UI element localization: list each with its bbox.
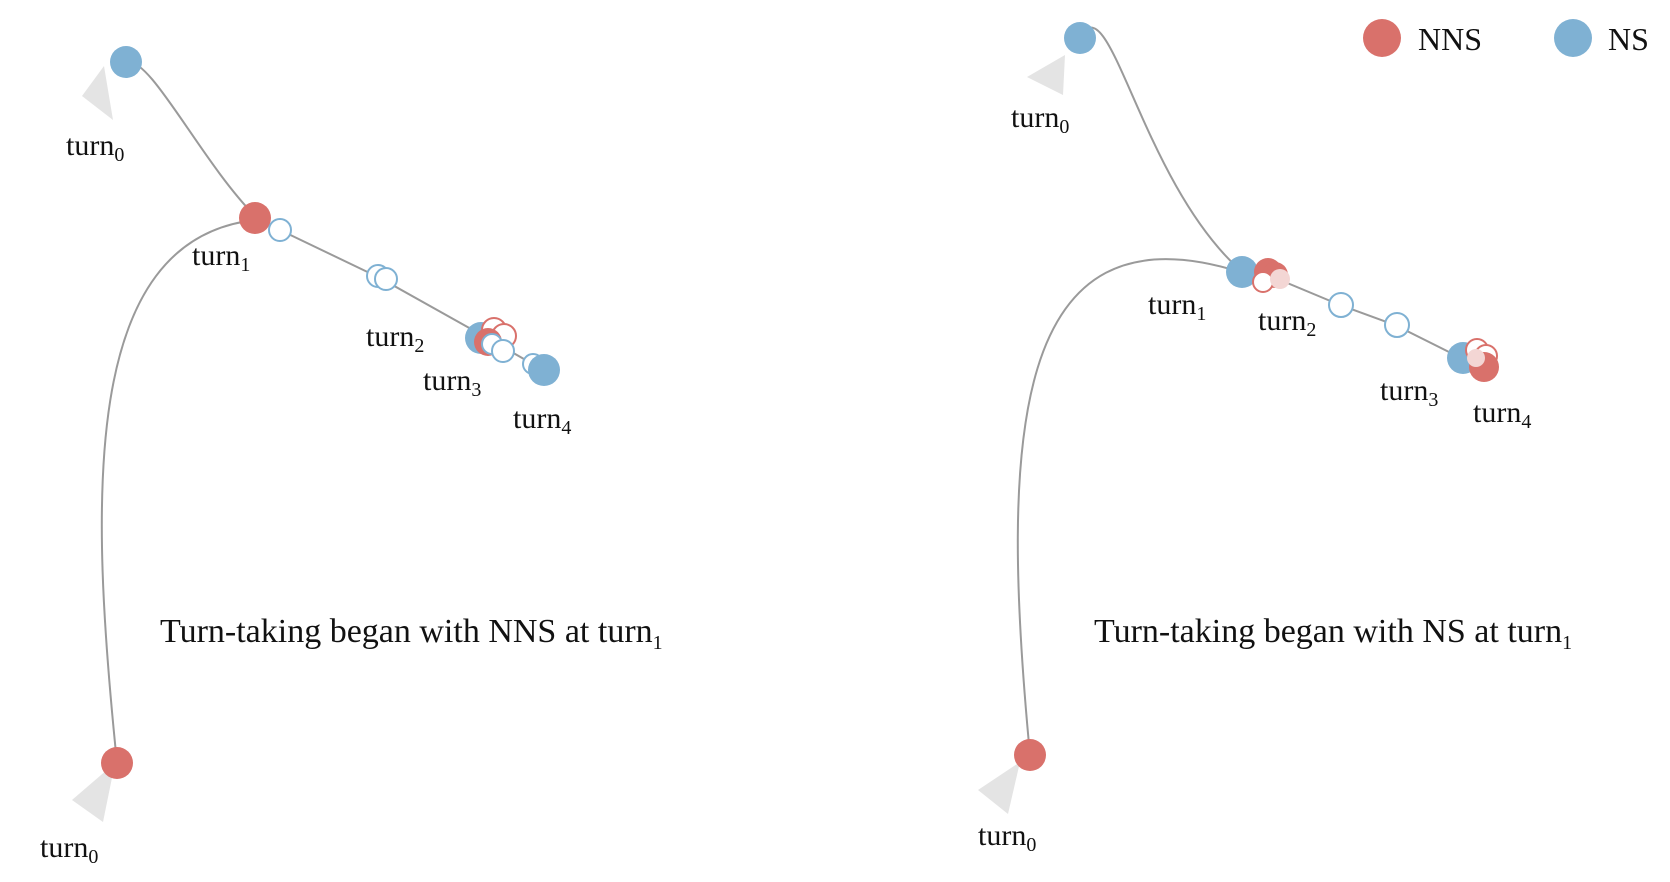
label-turn4: turn4 <box>1473 396 1531 433</box>
trajectory-ns-line <box>125 60 256 217</box>
node-turn0-ns <box>110 46 142 78</box>
trajectory-ns-line <box>1079 26 1241 271</box>
legend-swatch-nns <box>1363 19 1401 57</box>
node-hollow <box>1328 292 1354 318</box>
legend-label-nns: NNS <box>1418 21 1482 57</box>
label-turn0-bottom: turn0 <box>40 831 98 868</box>
node-cluster-pale <box>1467 349 1485 367</box>
label-turn3: turn3 <box>1380 374 1438 411</box>
node-hollow <box>374 267 398 291</box>
panel-caption-left: Turn-taking began with NNS at turn1 <box>160 613 663 654</box>
start-arrow-nns <box>978 762 1020 814</box>
node-turn0-ns <box>1064 22 1096 54</box>
node-turn1-ns <box>1226 256 1258 288</box>
start-arrow-ns <box>1027 55 1065 95</box>
label-turn1: turn1 <box>1148 288 1206 325</box>
label-turn1: turn1 <box>192 239 250 276</box>
label-turn0-top: turn0 <box>66 129 124 166</box>
label-turn2: turn2 <box>366 320 424 357</box>
label-turn2: turn2 <box>1258 304 1316 341</box>
legend-label-ns: NS <box>1608 21 1649 57</box>
node-turn0-nns <box>1014 739 1046 771</box>
node-turn3-hollow <box>491 339 515 363</box>
node-hollow <box>1384 312 1410 338</box>
node-cluster-hollow <box>1252 271 1274 293</box>
node-hollow <box>268 218 292 242</box>
legend: NNS NS <box>1363 19 1649 57</box>
node-turn4-ns <box>528 354 560 386</box>
label-turn0-top: turn0 <box>1011 101 1069 138</box>
legend-swatch-ns <box>1554 19 1592 57</box>
label-turn0-bottom: turn0 <box>978 819 1036 856</box>
panel-caption-right: Turn-taking began with NS at turn1 <box>1094 613 1572 654</box>
node-turn0-nns <box>101 747 133 779</box>
panel-right: turn0 turn0 turn1 turn2 turn3 turn4 Turn… <box>978 22 1572 856</box>
trajectory-nns-line <box>1016 258 1241 756</box>
start-arrow-nns <box>72 763 115 822</box>
trajectory-nns-line <box>100 219 256 764</box>
label-turn4: turn4 <box>513 402 571 439</box>
node-cluster-pale <box>1270 269 1290 289</box>
label-turn3: turn3 <box>423 364 481 401</box>
panel-left: turn0 turn0 turn1 turn2 turn3 turn4 Turn… <box>40 46 663 868</box>
start-arrow-ns <box>82 66 113 120</box>
node-turn1-nns <box>239 202 271 234</box>
